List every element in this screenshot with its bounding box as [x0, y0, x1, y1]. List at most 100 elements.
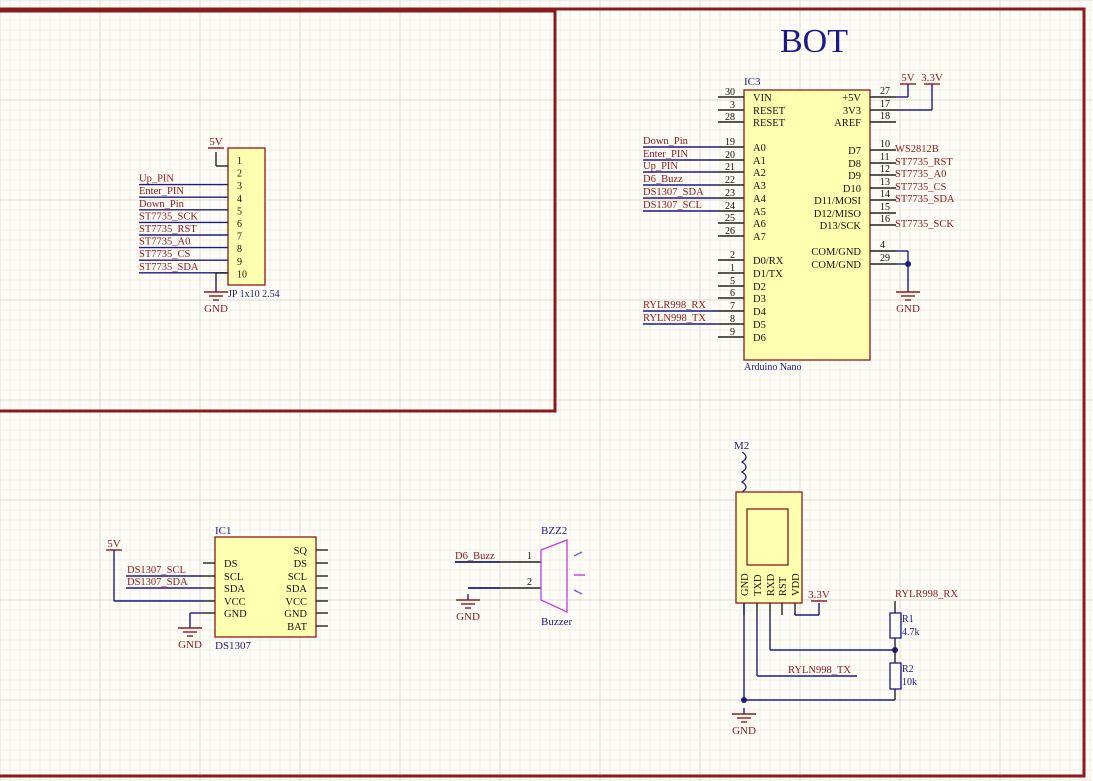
r1-value: 4.7k [902, 627, 920, 638]
pin-number: 2 [527, 577, 532, 588]
ds1307-body [214, 536, 317, 638]
net-label: Enter_PIN [139, 186, 184, 197]
pin-name: D8 [848, 159, 861, 170]
pin-number: 5 [730, 276, 735, 287]
net-label: RYLN998_TX [788, 665, 851, 676]
pin-name: D1/TX [753, 269, 783, 280]
ic1-name: DS1307 [215, 640, 252, 652]
sheet-title: BOT [780, 23, 848, 60]
ground-label: GND [178, 639, 202, 651]
net-label: D6_Buzz [643, 174, 683, 185]
buzzer-symbol [540, 539, 568, 614]
pin-number: 27 [880, 86, 890, 97]
r2-value: 10k [902, 677, 917, 688]
ground-label: GND [456, 611, 480, 623]
pin-name: RST [778, 576, 789, 596]
net-label: ST7735_SDA [139, 262, 199, 273]
pin-name: +5V [842, 93, 861, 104]
pin-number: 3 [237, 181, 242, 192]
resistor-r1 [889, 612, 902, 639]
pin-number: 15 [880, 202, 890, 213]
pin-number: 18 [880, 111, 890, 122]
pin-name: D0/RX [753, 256, 784, 267]
pin-name: BAT [287, 622, 307, 633]
pin-name: RESET [753, 106, 786, 117]
pin-number: 17 [880, 99, 890, 110]
net-label: ST7735_SDA [895, 194, 955, 205]
pin-name: D2 [753, 282, 766, 293]
net-label: WS2812B [895, 144, 939, 155]
pin-number: 22 [725, 175, 735, 186]
net-label: Enter_PIN [643, 149, 688, 160]
net-label: DS1307_SDA [643, 187, 704, 198]
net-label: DS1307_SCL [127, 565, 186, 576]
pin-name: A2 [753, 168, 766, 179]
power-label: 5V [209, 136, 223, 148]
arduino-nano-body [743, 89, 871, 361]
pin-name: GND [284, 609, 307, 620]
pin-number: 1 [730, 263, 735, 274]
pin-number: 8 [730, 314, 735, 325]
r2-designator: R2 [902, 664, 914, 675]
pin-name: D6 [753, 333, 766, 344]
pin-name: D12/MISO [814, 209, 862, 220]
pin-number: 28 [725, 112, 735, 123]
pin-name: D4 [753, 307, 767, 318]
net-label: Down_Pin [139, 199, 185, 210]
pin-name: D9 [848, 171, 861, 182]
pin-name: D5 [753, 320, 766, 331]
pin-number: 11 [880, 152, 890, 163]
pin-name: D10 [843, 184, 861, 195]
pin-number: 25 [725, 213, 735, 224]
pin-number: 4 [237, 194, 242, 205]
ground-label: GND [896, 303, 920, 315]
jp-name: JP 1x10 2.54 [228, 289, 280, 300]
pin-number: 1 [527, 551, 532, 562]
pin-name: A3 [753, 181, 766, 192]
pin-name: A0 [753, 143, 766, 154]
pin-name: DS [224, 559, 238, 570]
pin-number: 2 [237, 169, 242, 180]
net-label: DS1307_SDA [127, 577, 188, 588]
ground-label: GND [204, 303, 228, 315]
pin-number: 3 [730, 100, 735, 111]
net-label: D6_Buzz [455, 551, 495, 562]
net-label: ST7735_A0 [895, 169, 946, 180]
pin-number: 7 [730, 301, 735, 312]
pin-name: D7 [848, 146, 861, 157]
pin-number: 19 [725, 137, 735, 148]
pin-number: 20 [725, 150, 735, 161]
pin-name: VDD [791, 573, 802, 596]
pin-number: 9 [237, 257, 242, 268]
pin-name: COM/GND [811, 247, 861, 258]
pin-name: A1 [753, 156, 766, 167]
pin-name: VCC [224, 597, 246, 608]
net-label: DS1307_SCL [643, 200, 702, 211]
net-label: ST7735_CS [139, 249, 191, 260]
pin-name: A5 [753, 207, 766, 218]
pin-name: A6 [753, 219, 766, 230]
section-border [0, 9, 557, 413]
pin-number: 9 [730, 327, 735, 338]
pin-name: COM/GND [811, 260, 861, 271]
pin-name: TXD [753, 574, 764, 596]
pin-number: 7 [237, 232, 242, 243]
net-label: ST7735_CS [895, 182, 947, 193]
pin-number: 10 [880, 139, 890, 150]
bzz-name: Buzzer [541, 616, 572, 628]
net-label: Up_PIN [643, 161, 678, 172]
m2-inner-box [746, 508, 789, 566]
net-label: RYLN998_TX [643, 313, 706, 324]
net-label: ST7735_SCK [139, 211, 198, 222]
pin-name: GND [740, 573, 751, 596]
pin-number: 8 [237, 244, 242, 255]
sound-wave [573, 551, 583, 557]
net-label: ST7735_RST [895, 157, 953, 168]
resistor-r2 [889, 662, 902, 690]
ic3-name: Arduino Nano [744, 362, 802, 373]
net-label: ST7735_SCK [895, 219, 954, 230]
pin-name: A7 [753, 232, 766, 243]
power-label: 3.3V [808, 589, 830, 601]
